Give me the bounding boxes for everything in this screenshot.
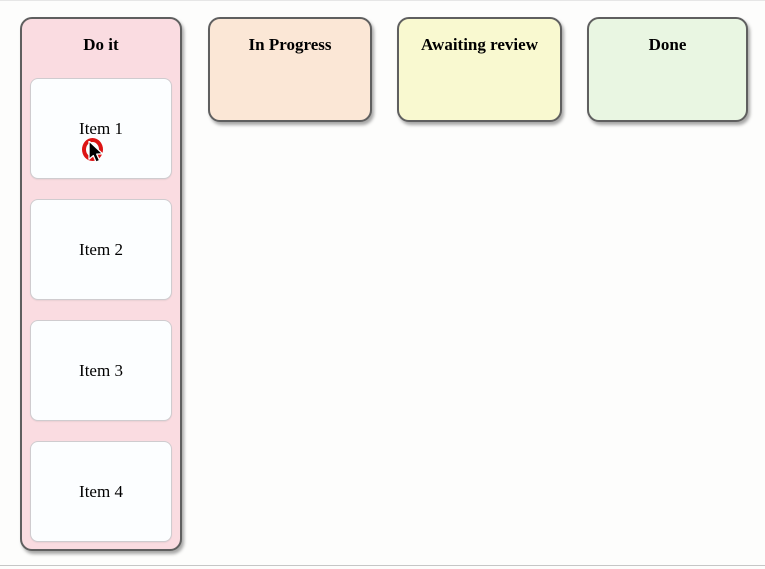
column-in-progress[interactable]: In Progress — [208, 17, 372, 122]
card-item-2[interactable]: Item 2 — [30, 199, 172, 300]
column-title-in-progress: In Progress — [248, 35, 332, 54]
top-edge-line — [0, 0, 765, 1]
column-done[interactable]: Done — [587, 17, 748, 122]
column-title-done: Done — [648, 35, 687, 54]
column-do-it-cards: Item 1 Item 2 Item 3 Item 4 — [22, 78, 180, 542]
card-item-1[interactable]: Item 1 — [30, 78, 172, 179]
card-item-4[interactable]: Item 4 — [30, 441, 172, 542]
column-title-do-it: Do it — [83, 35, 119, 54]
card-item-3[interactable]: Item 3 — [30, 320, 172, 421]
column-awaiting-review[interactable]: Awaiting review — [397, 17, 562, 122]
column-do-it: Do it Item 1 Item 2 Item 3 Item 4 — [20, 17, 182, 551]
bottom-edge-line — [0, 565, 765, 566]
column-title-awaiting-review: Awaiting review — [421, 35, 538, 54]
